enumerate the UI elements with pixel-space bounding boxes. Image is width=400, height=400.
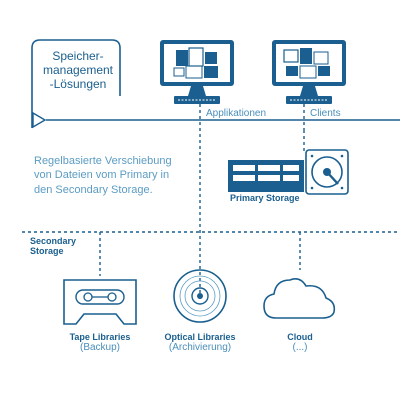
cloud-title: Cloud: [287, 332, 313, 342]
tape-libraries-title: Tape Libraries: [69, 332, 131, 342]
applications-label: Applikationen: [206, 108, 267, 119]
optical-libraries-label: Optical Libraries (Archivierung): [164, 332, 235, 354]
storage-management-line-2: management: [42, 62, 114, 77]
tape-libraries-subtitle: (Backup): [79, 342, 121, 354]
secondary-storage-line-1: Secondary: [30, 236, 77, 246]
description-line-2: von Dateien vom Primary in: [34, 169, 170, 182]
cloud-label: Cloud (...): [287, 332, 313, 354]
description-line-3: den Secondary Storage.: [34, 183, 153, 196]
storage-management-line-3: -Lösungen: [49, 76, 107, 91]
cloud-subtitle: (...): [292, 342, 308, 354]
tape-libraries-label: Tape Libraries (Backup): [70, 332, 131, 354]
primary-storage-icon: [228, 149, 349, 195]
description-line-1: Regelbasierte Verschiebung: [34, 155, 172, 167]
cloud-icon: [263, 278, 336, 319]
tape-icon: [63, 279, 137, 325]
description-text: Regelbasierte Verschiebung von Dateien v…: [34, 154, 172, 197]
dashed-connectors: [22, 104, 400, 300]
storage-management-label: Speicher- management -Lösungen: [38, 49, 118, 91]
optical-libraries-title: Optical Libraries: [164, 332, 236, 342]
optical-disc-icon: [173, 269, 227, 323]
secondary-storage-label: Secondary Storage: [30, 236, 76, 257]
main-bus-line: [32, 111, 400, 129]
optical-libraries-subtitle: (Archivierung): [168, 342, 232, 354]
clients-label: Clients: [310, 108, 341, 119]
primary-storage-label: Primary Storage: [230, 193, 300, 203]
clients-monitor-icon: [272, 40, 346, 104]
applications-monitor-icon: [160, 40, 234, 104]
storage-management-box: [31, 39, 121, 128]
storage-management-line-1: Speicher-: [52, 49, 104, 63]
secondary-storage-line-2: Storage: [30, 246, 64, 257]
